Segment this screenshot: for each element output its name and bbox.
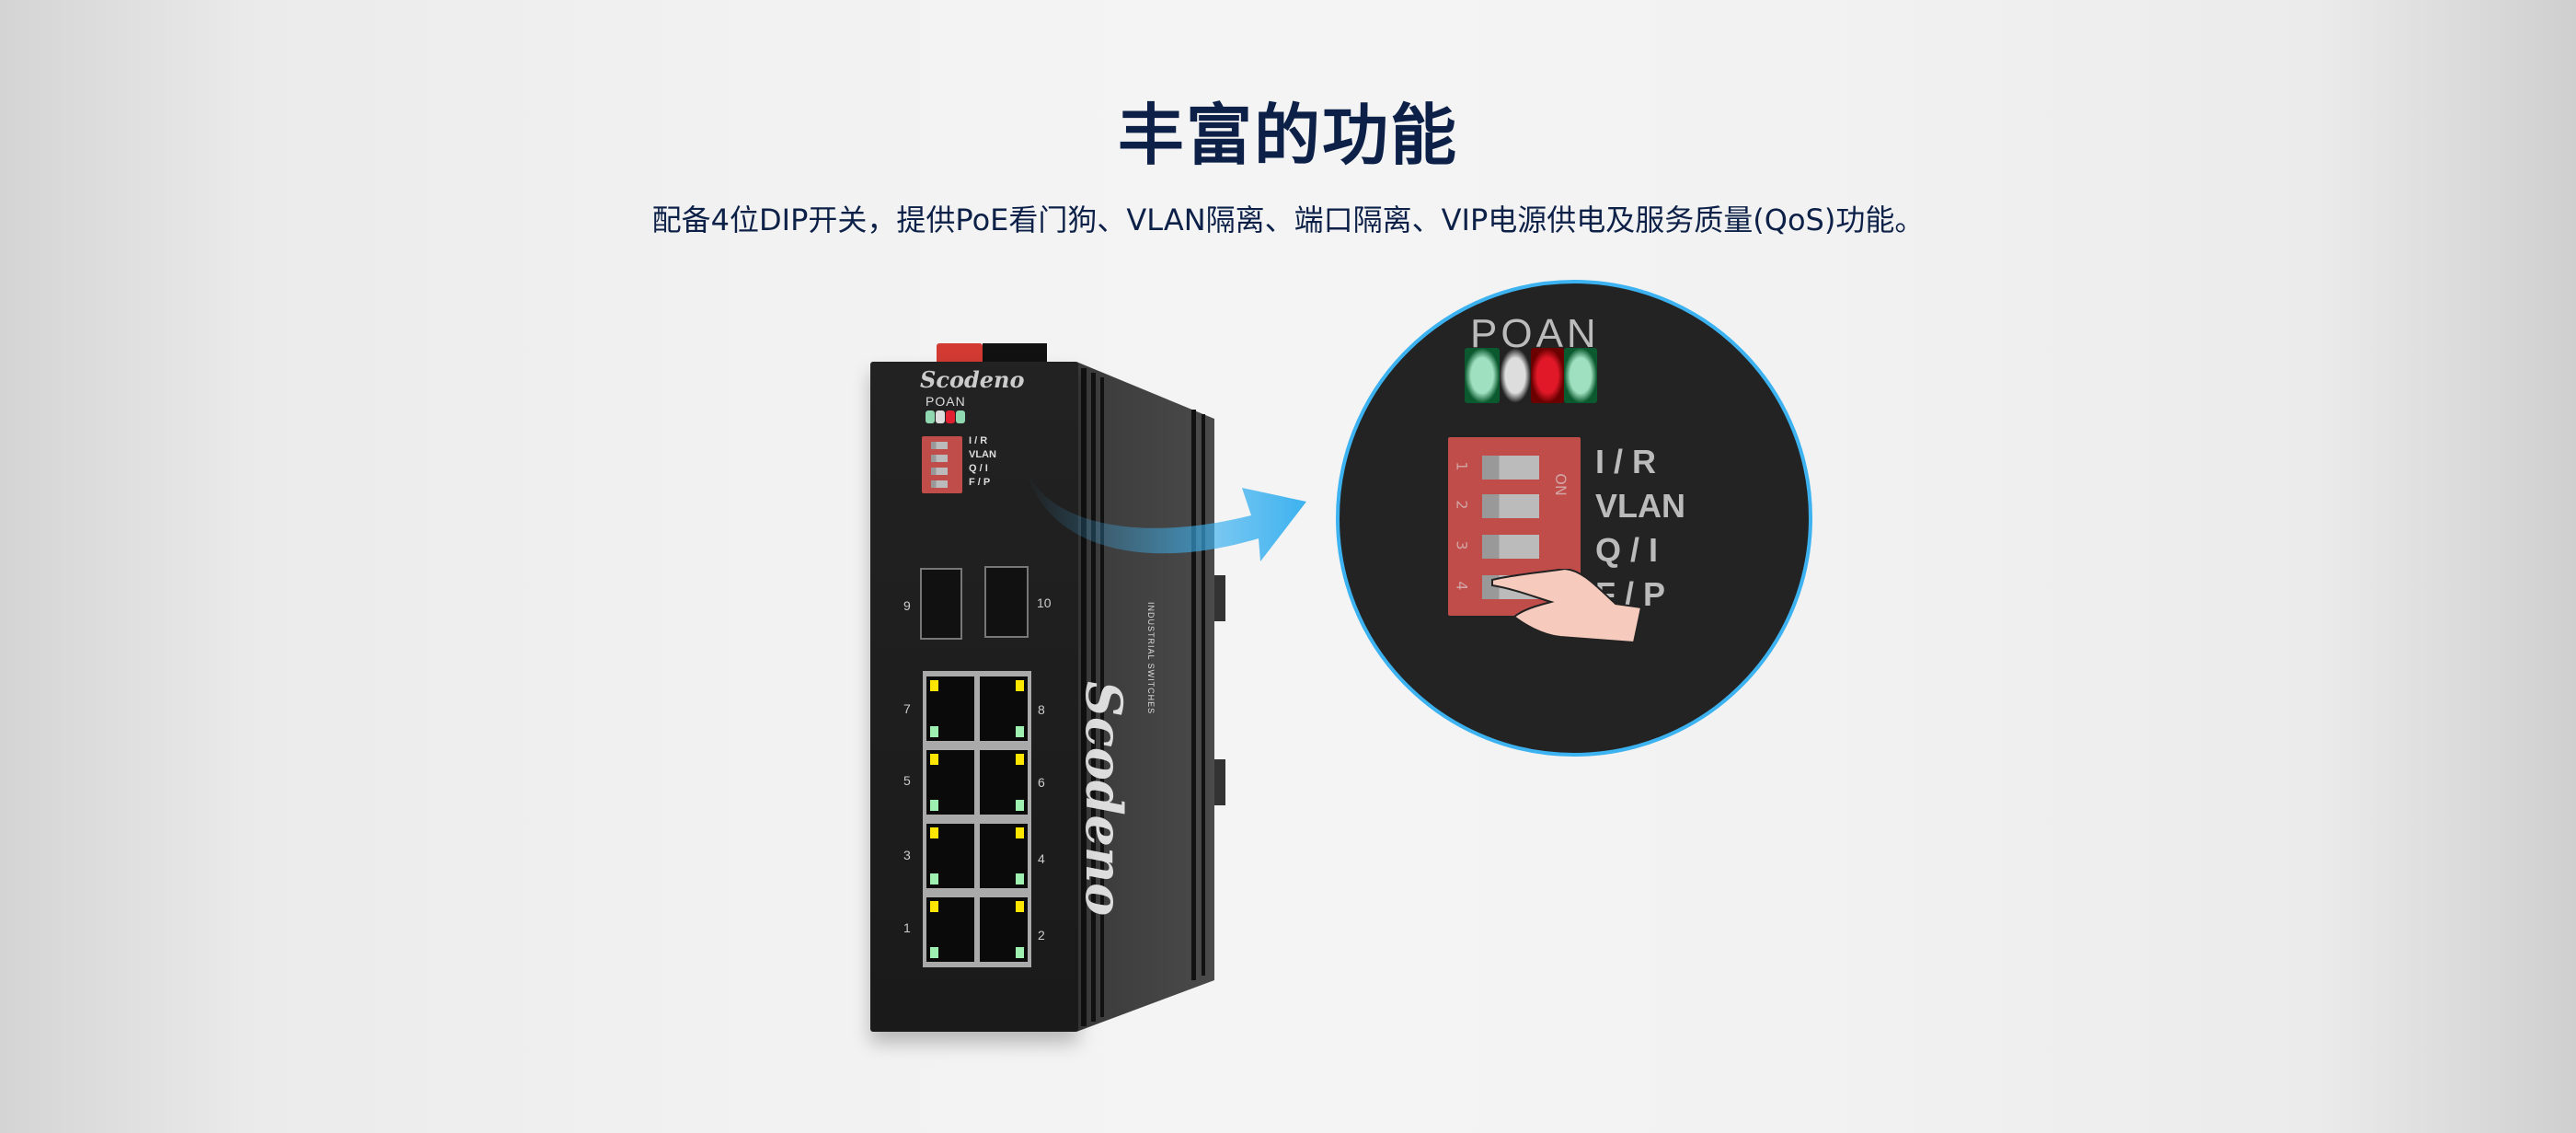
led-o: [936, 410, 945, 423]
pointing-hand-icon: [1491, 569, 1643, 644]
led-a: [1531, 348, 1564, 403]
rj45-port-4: [980, 824, 1028, 888]
page-title: 丰富的功能: [1117, 97, 1458, 174]
dip-label: F / P: [969, 477, 991, 488]
dip-on-label: ON: [1551, 473, 1570, 496]
dip-number: 3: [1453, 540, 1471, 550]
zoom-status-leds: [1465, 348, 1599, 405]
led-p: [926, 410, 935, 423]
dip-label: Q / I: [1595, 531, 1659, 569]
led-p: [1465, 348, 1500, 403]
port-number: 5: [903, 773, 911, 788]
dip-label: I / R: [969, 435, 988, 446]
dip-label: I / R: [1595, 443, 1657, 480]
led-a: [946, 410, 955, 423]
led-n: [1564, 348, 1597, 403]
dip-label: VLAN: [969, 449, 996, 460]
led-n: [956, 410, 965, 423]
din-clip: [937, 343, 983, 362]
port-number: 1: [903, 920, 911, 935]
side-branding: Scodeno: [1075, 681, 1133, 916]
dip-switch[interactable]: [922, 436, 962, 493]
led-o: [1500, 348, 1531, 403]
rj45-port-1: [926, 897, 974, 962]
port-number: 3: [903, 848, 911, 862]
rj45-port-6: [980, 750, 1028, 815]
port-number: 10: [1037, 595, 1052, 610]
dip-number: 1: [1453, 461, 1471, 471]
dip-label: VLAN: [1595, 487, 1685, 525]
status-leds: [926, 410, 966, 423]
dip-label: Q / I: [969, 463, 988, 474]
port-number: 2: [1038, 928, 1045, 942]
led-labels: POAN: [926, 394, 966, 409]
port-number: 7: [903, 701, 911, 716]
side-brand-logo: Scodeno: [1075, 681, 1133, 917]
brand-logo: Scodeno: [920, 366, 1025, 393]
rj45-port-5: [926, 750, 974, 815]
port-number: 6: [1038, 775, 1045, 790]
sfp-port-10: [984, 566, 1029, 638]
zoom-arrow-icon: [1026, 469, 1306, 561]
rj45-port-2: [980, 897, 1028, 962]
sfp-port-9: [920, 568, 962, 640]
page-subtitle: 配备4位DIP开关，提供PoE看门狗、VLAN隔离、端口隔离、VIP电源供电及服…: [651, 202, 1925, 237]
port-number: 4: [1038, 851, 1045, 866]
rj45-port-3: [926, 824, 974, 888]
rj45-port-block: [923, 671, 1031, 967]
side-tagline: INDUSTRIAL SWITCHES: [1146, 602, 1156, 715]
port-number: 9: [903, 598, 911, 613]
dip-number: 2: [1453, 500, 1471, 510]
dip-labels: I / R VLAN Q / I F / P: [969, 434, 996, 490]
rj45-port-7: [926, 676, 974, 741]
dip-zoom-detail: POAN 1 2 3 4 ON I / R VLAN Q / I F / P: [1336, 280, 1812, 757]
rj45-port-8: [980, 676, 1028, 741]
top-connector: [983, 343, 1047, 362]
port-number: 8: [1038, 702, 1045, 717]
dip-number: 4: [1453, 581, 1471, 591]
